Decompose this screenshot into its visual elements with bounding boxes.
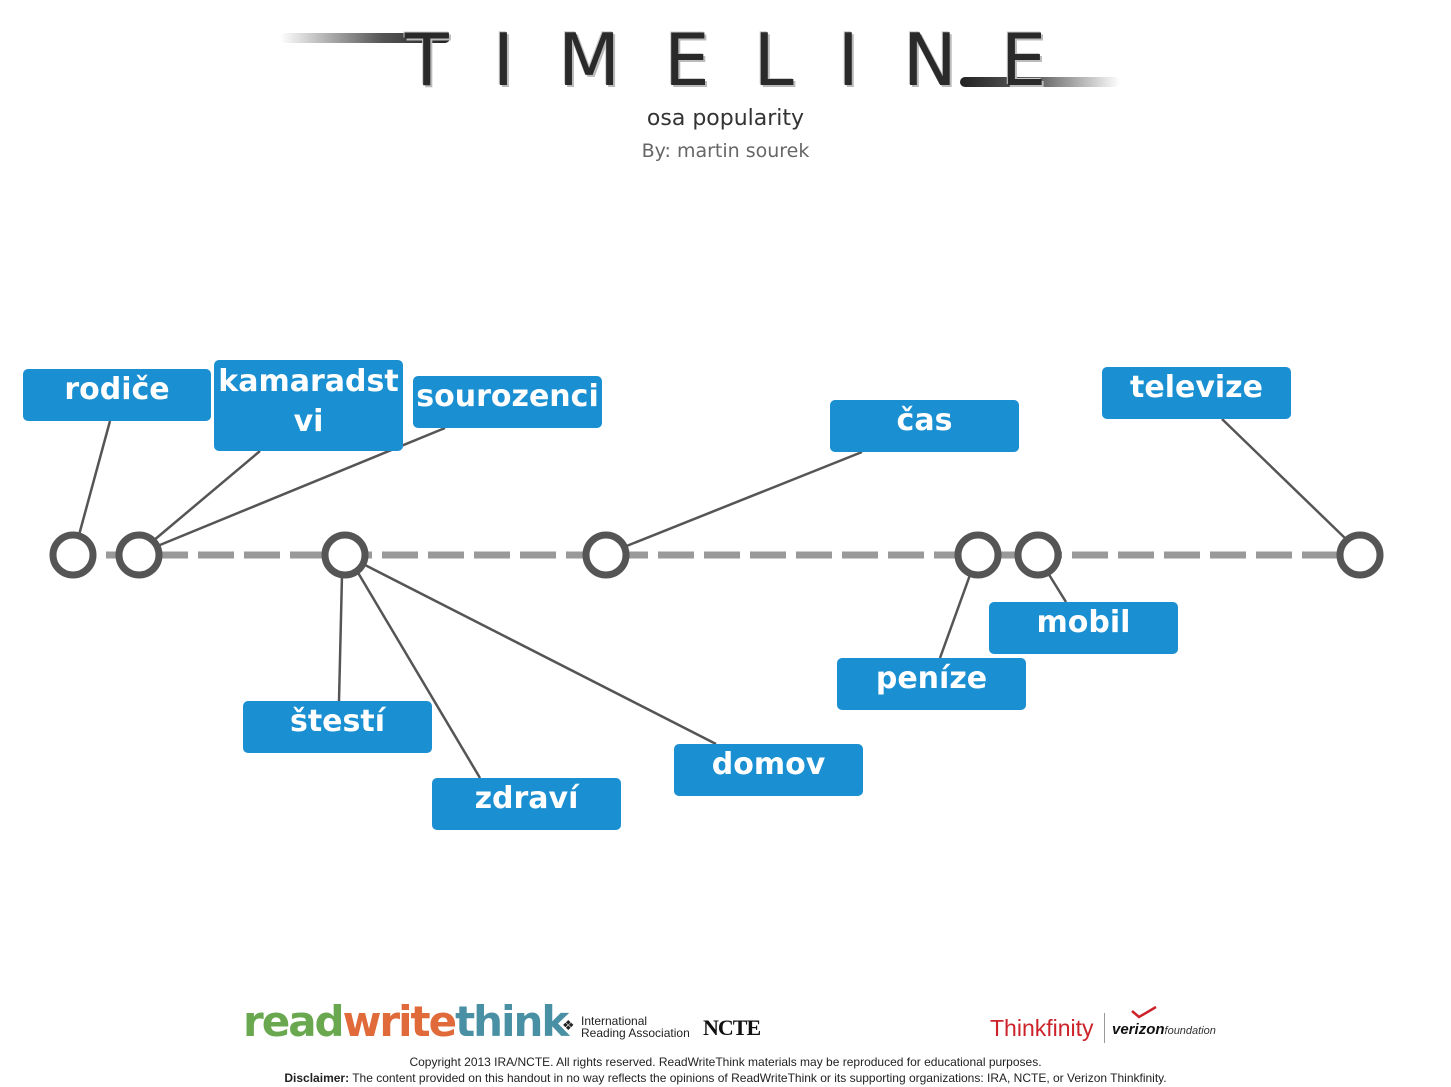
connector-zdravi <box>355 570 482 779</box>
timeline-label-mobil: mobil <box>989 602 1178 654</box>
timeline-label-penize: peníze <box>837 658 1026 710</box>
connector-televize <box>1221 418 1349 542</box>
timeline-node-n7 <box>1336 531 1384 579</box>
timeline-label-domov: domov <box>674 744 863 796</box>
author-name: martin sourek <box>676 140 810 162</box>
timeline-label-zdravi: zdraví <box>432 778 621 830</box>
header: TIMELINE osa popularity By: martin soure… <box>0 0 1451 180</box>
connector-stesti <box>337 574 344 702</box>
connector-kamaradstvi <box>152 450 261 542</box>
page-subtitle: osa popularity <box>646 106 805 131</box>
readwritethink-logo: readwritethink <box>243 997 569 1046</box>
connector-domov <box>364 563 717 746</box>
title-swoosh-left <box>280 33 450 43</box>
ira-line2: Reading Association <box>581 1026 690 1040</box>
copyright-text: Copyright 2013 IRA/NCTE. All rights rese… <box>409 1055 1042 1069</box>
ira-mark-icon: ❖ <box>562 1017 575 1033</box>
timeline-node-n2 <box>115 531 163 579</box>
timeline-label-cas: čas <box>830 400 1019 452</box>
connector-mobil <box>1046 572 1068 603</box>
timeline-label-kamaradstvi: kamaradstvi <box>214 360 403 451</box>
ncte-logo: NCTE <box>703 1015 761 1040</box>
footer: readwritethink ❖ International Reading A… <box>0 995 1451 1087</box>
disclaimer-body: The content provided on this handout in … <box>349 1071 1167 1085</box>
timeline-label-stesti: štestí <box>243 701 432 753</box>
timeline-node-n5 <box>954 531 1002 579</box>
foundation-word: foundation <box>1164 1025 1216 1037</box>
title-swoosh-right <box>960 77 1120 87</box>
disclaimer-text: Disclaimer: The content provided on this… <box>0 1071 1451 1085</box>
logo-think: think <box>455 997 569 1046</box>
connector-rodice <box>77 420 112 536</box>
page-title: TIMELINE <box>404 18 1091 102</box>
connector-penize <box>938 574 972 659</box>
logo-read: read <box>243 997 345 1046</box>
timeline-node-n1 <box>49 531 97 579</box>
timeline-node-n4 <box>582 531 630 579</box>
logo-divider <box>1104 1013 1105 1043</box>
thinkfinity-logo: Thinkfinity <box>990 1015 1094 1041</box>
timeline-node-n3 <box>321 531 369 579</box>
author-line: By: martin sourek <box>0 140 1451 162</box>
verizon-foundation-logo: verizonfoundation <box>1112 1021 1216 1038</box>
timeline-label-rodice: rodiče <box>23 369 211 421</box>
ira-line1: International <box>581 1014 648 1028</box>
timeline-label-sourozenci: sourozenci <box>413 376 602 428</box>
author-prefix: By: <box>641 140 671 162</box>
logo-write: write <box>342 997 457 1046</box>
verizon-check-icon <box>1131 1005 1157 1019</box>
verizon-word: verizon <box>1112 1021 1165 1038</box>
timeline-label-televize: televize <box>1102 367 1291 419</box>
disclaimer-label: Disclaimer: <box>284 1071 350 1085</box>
timeline-node-n6 <box>1014 531 1062 579</box>
ira-text: International Reading Association <box>581 1015 701 1039</box>
timeline-nodes <box>49 531 1384 579</box>
connector-cas <box>623 450 863 549</box>
